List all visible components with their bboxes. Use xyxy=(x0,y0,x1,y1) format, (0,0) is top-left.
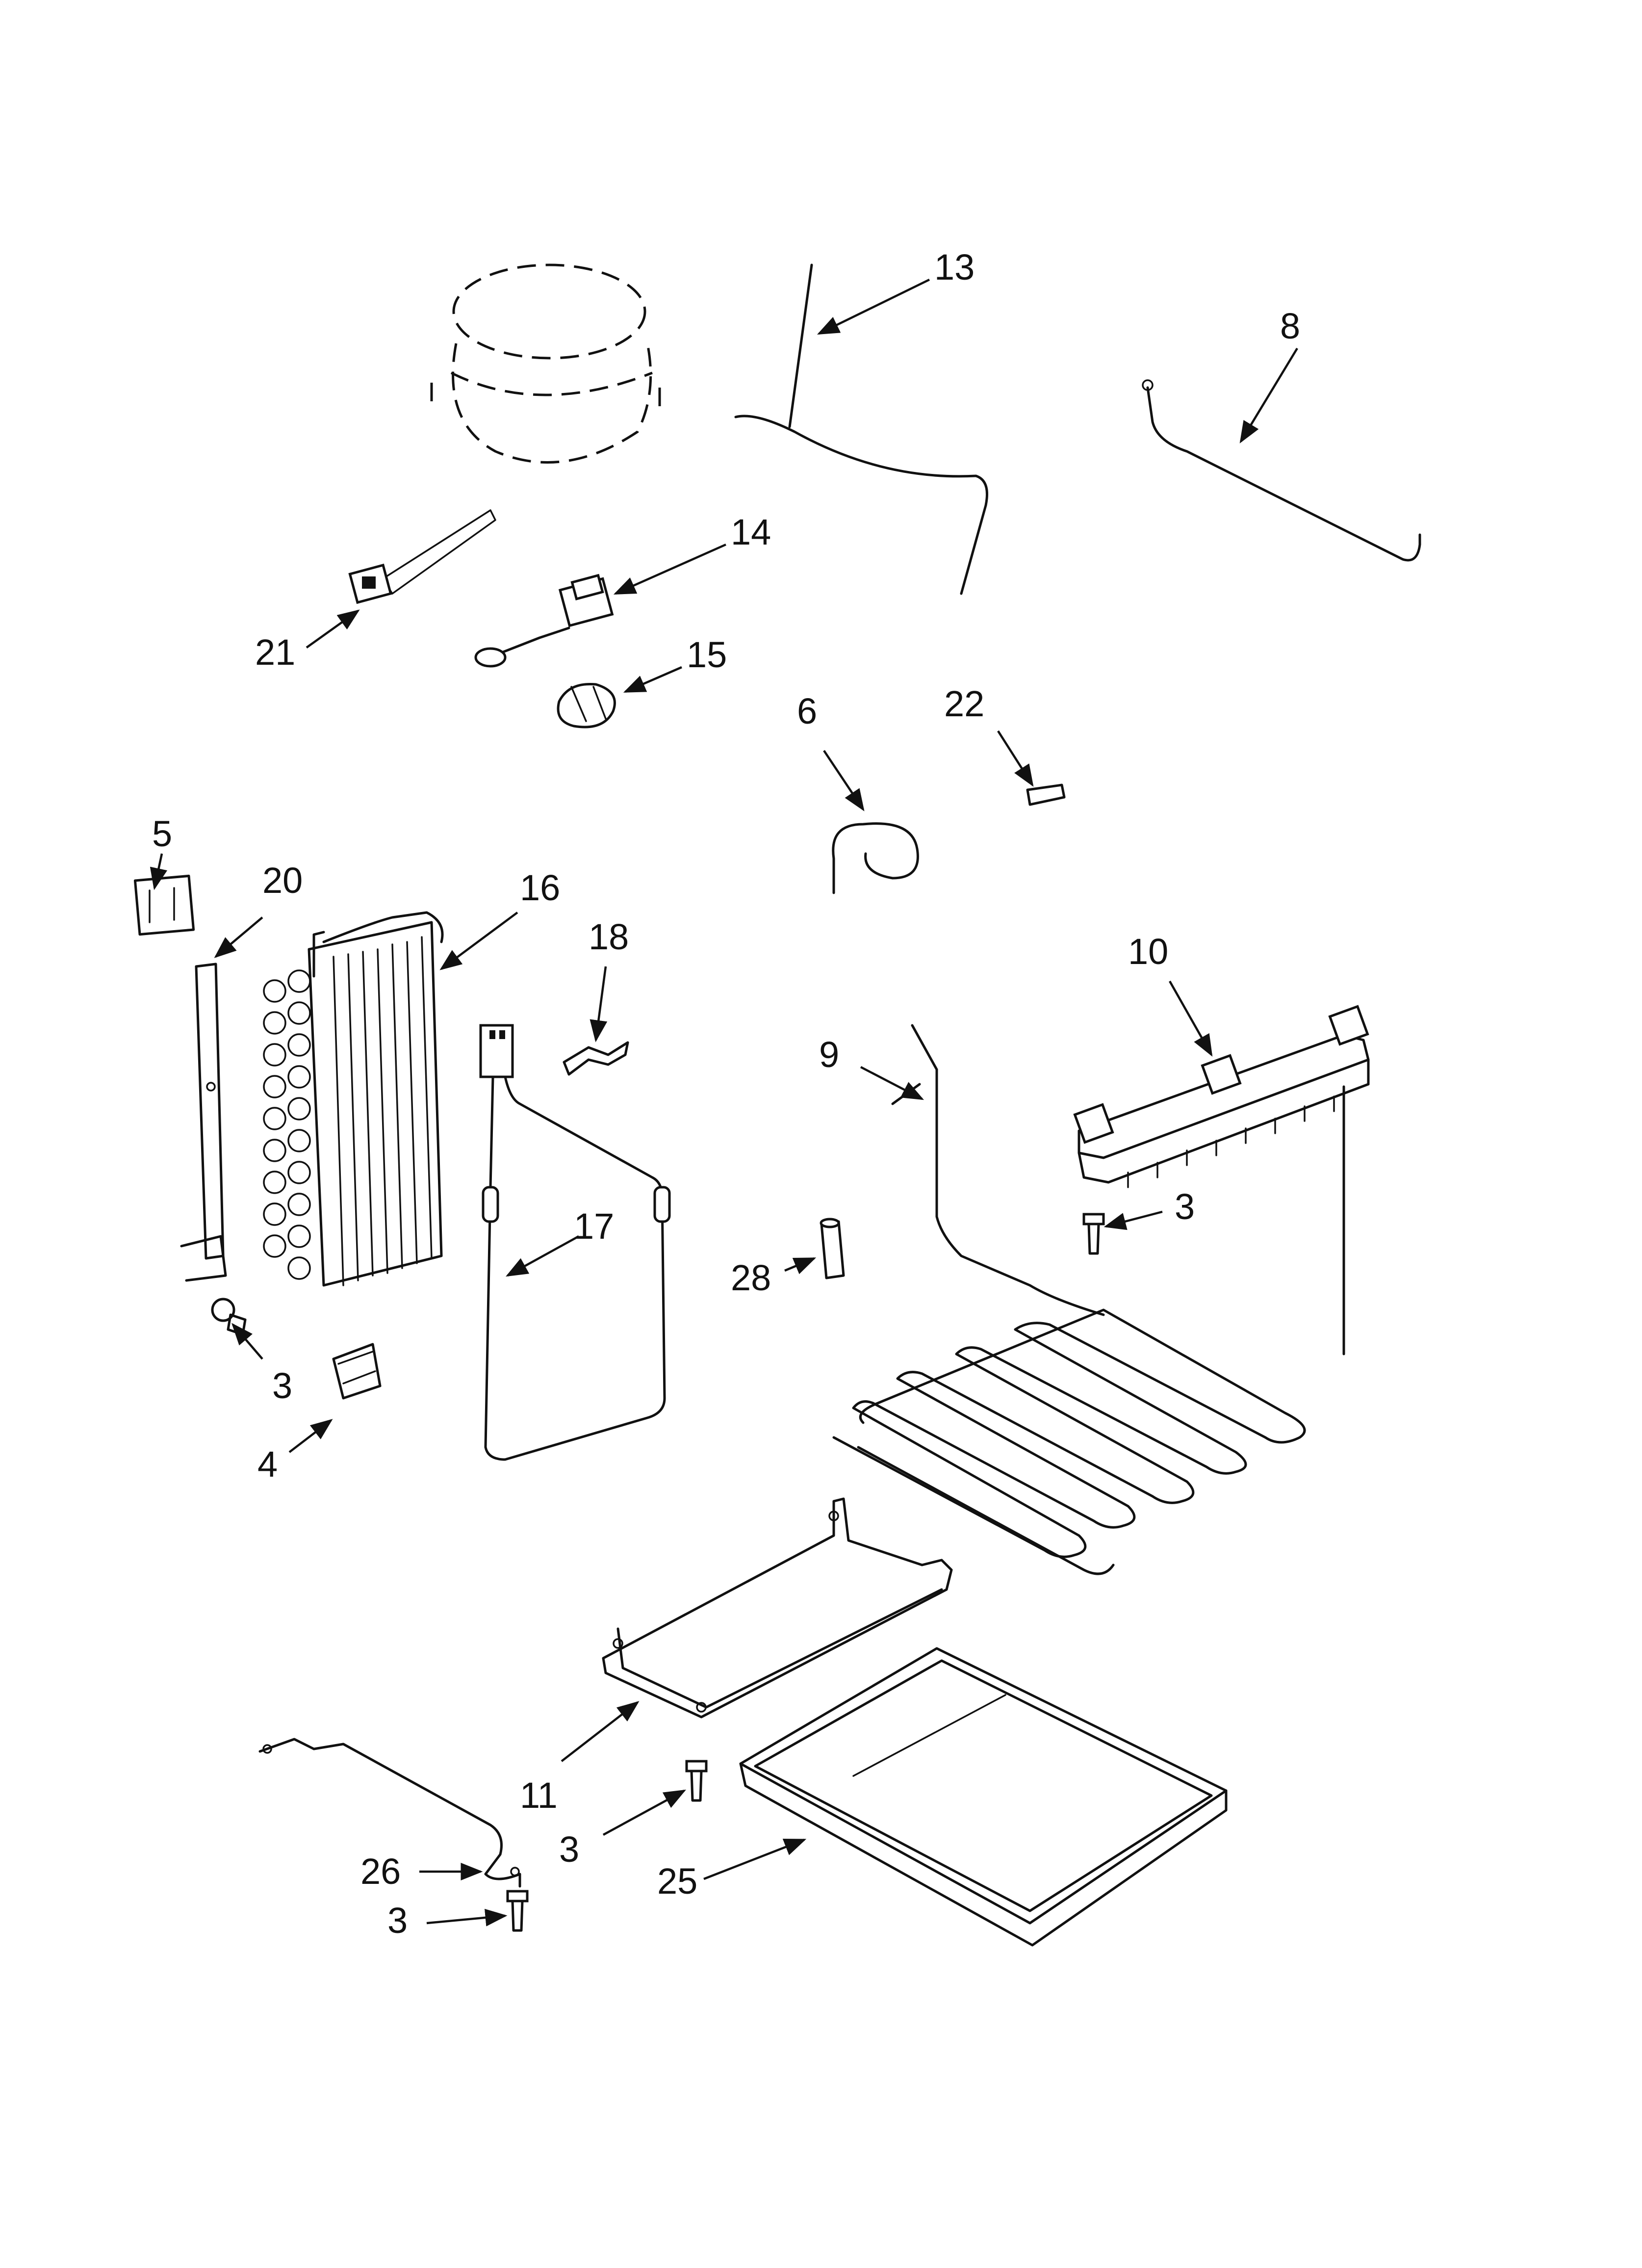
part-9-heater xyxy=(832,1024,1306,1575)
callout-4: 4 xyxy=(257,1444,278,1485)
callout-14: 14 xyxy=(731,512,771,552)
part-25-drain-pan xyxy=(739,1647,1228,1947)
callout-8: 8 xyxy=(1280,306,1300,346)
callout-3-rail: 3 xyxy=(1175,1186,1195,1227)
part-11-pan-bracket xyxy=(602,1497,953,1719)
part-26-ground-wire xyxy=(258,1738,521,1888)
part-5-plate xyxy=(133,874,195,936)
part-3-screw-d xyxy=(506,1890,529,1932)
part-15-clip xyxy=(557,682,616,729)
callout-18: 18 xyxy=(589,916,629,957)
part-18-bracket xyxy=(563,1041,629,1076)
part-21-cable-tie xyxy=(348,509,496,604)
part-14-sensor xyxy=(474,574,614,668)
callout-20: 20 xyxy=(262,860,303,901)
part-8-tube xyxy=(1142,379,1421,562)
compressor-outline xyxy=(430,263,661,464)
part-10-rail xyxy=(1073,1005,1370,1356)
callout-16: 16 xyxy=(520,867,560,908)
part-20-strap xyxy=(180,963,227,1282)
part-3-screw-c xyxy=(685,1760,708,1802)
callout-28: 28 xyxy=(731,1257,771,1298)
callout-22: 22 xyxy=(944,683,984,724)
callout-labels: 13 8 14 21 15 6 22 5 20 16 18 10 9 3 17 … xyxy=(152,247,1300,1941)
part-6-coil xyxy=(832,822,919,894)
callout-3-bracket: 3 xyxy=(559,1829,579,1870)
part-28-grommet xyxy=(820,1218,845,1279)
part-3-screw-b xyxy=(1082,1213,1105,1255)
callout-5: 5 xyxy=(152,813,172,854)
callout-26: 26 xyxy=(360,1851,401,1892)
part-3-screw-a xyxy=(211,1298,247,1336)
callout-11: 11 xyxy=(520,1775,558,1816)
callout-9: 9 xyxy=(819,1034,839,1075)
callout-17: 17 xyxy=(574,1206,614,1247)
callout-3-evaporator: 3 xyxy=(272,1365,292,1406)
part-4-clip xyxy=(332,1343,382,1400)
part-13-tubing xyxy=(734,263,988,595)
callout-21: 21 xyxy=(255,632,295,673)
callout-13: 13 xyxy=(934,247,975,287)
part-16-evaporator xyxy=(263,911,444,1287)
callout-6: 6 xyxy=(797,691,817,731)
callout-10: 10 xyxy=(1128,931,1168,972)
callout-15: 15 xyxy=(687,634,727,675)
leader-lines xyxy=(150,278,1298,1927)
callout-3-wire: 3 xyxy=(387,1900,408,1941)
part-17-harness xyxy=(479,1024,671,1461)
callout-25: 25 xyxy=(657,1861,697,1902)
part-22-clip xyxy=(1026,783,1066,806)
